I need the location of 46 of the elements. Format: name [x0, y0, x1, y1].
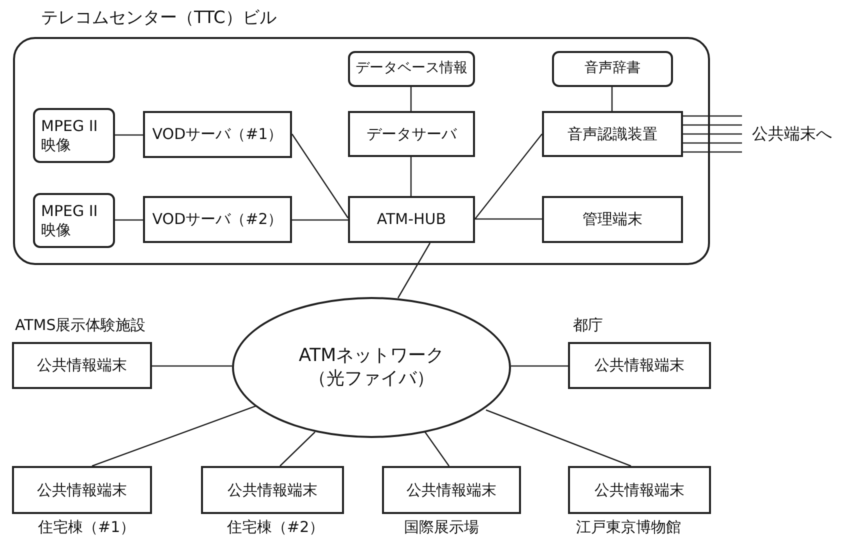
- connector-line: [115, 219, 143, 221]
- site-label: 住宅棟（#2）: [227, 518, 324, 537]
- device-box: 公共情報端末: [201, 466, 344, 514]
- connector-line: [683, 133, 742, 135]
- device-box: 音声認識装置: [542, 111, 683, 157]
- data-box: データベース情報: [348, 51, 475, 87]
- connector-line: [291, 134, 349, 218]
- connector-line: [683, 151, 742, 153]
- device-box: 公共情報端末: [382, 466, 521, 514]
- device-box: VODサーバ（#1）: [143, 111, 292, 158]
- site-label: 住宅棟（#1）: [38, 518, 136, 537]
- device-box: VODサーバ（#2）: [143, 196, 292, 243]
- site-label: 国際展示場: [404, 518, 479, 537]
- device-box: 管理端末: [542, 196, 683, 243]
- connector-line: [611, 87, 613, 111]
- connector-line: [410, 157, 412, 196]
- connector-line: [474, 134, 543, 220]
- connector-line: [92, 405, 256, 467]
- data-box: 音声辞書: [552, 51, 673, 87]
- connector-line: [424, 432, 450, 466]
- frame-title: テレコムセンター（TTC）ビル: [41, 8, 276, 30]
- connector-line: [152, 365, 232, 367]
- device-box: 公共情報端末: [568, 342, 711, 389]
- device-box: 公共情報端末: [12, 342, 152, 389]
- device-box: データサーバ: [348, 111, 475, 157]
- connector-line: [115, 134, 143, 136]
- connector-line: [280, 432, 316, 466]
- connector-line: [683, 115, 742, 117]
- device-box: 公共情報端末: [12, 466, 152, 514]
- site-label: ATMS展示体験施設: [15, 316, 146, 335]
- connector-line: [475, 218, 542, 220]
- data-box: MPEG II 映像: [33, 193, 115, 248]
- network-ellipse: ATMネットワーク（光ファイバ）: [232, 297, 511, 438]
- site-label: 都庁: [573, 316, 603, 335]
- connector-line: [683, 124, 742, 126]
- connector-line: [486, 409, 632, 467]
- device-box: ATM-HUB: [348, 196, 475, 243]
- connector-line: [683, 142, 742, 144]
- data-box: MPEG II 映像: [33, 108, 115, 163]
- connector-line: [397, 242, 431, 298]
- device-box: 公共情報端末: [568, 466, 711, 514]
- connector-line: [292, 219, 348, 221]
- site-label: 江戸東京博物館: [576, 518, 681, 537]
- connector-line: [511, 365, 568, 367]
- connector-line: [410, 87, 412, 111]
- destination-label: 公共端末へ: [742, 121, 852, 147]
